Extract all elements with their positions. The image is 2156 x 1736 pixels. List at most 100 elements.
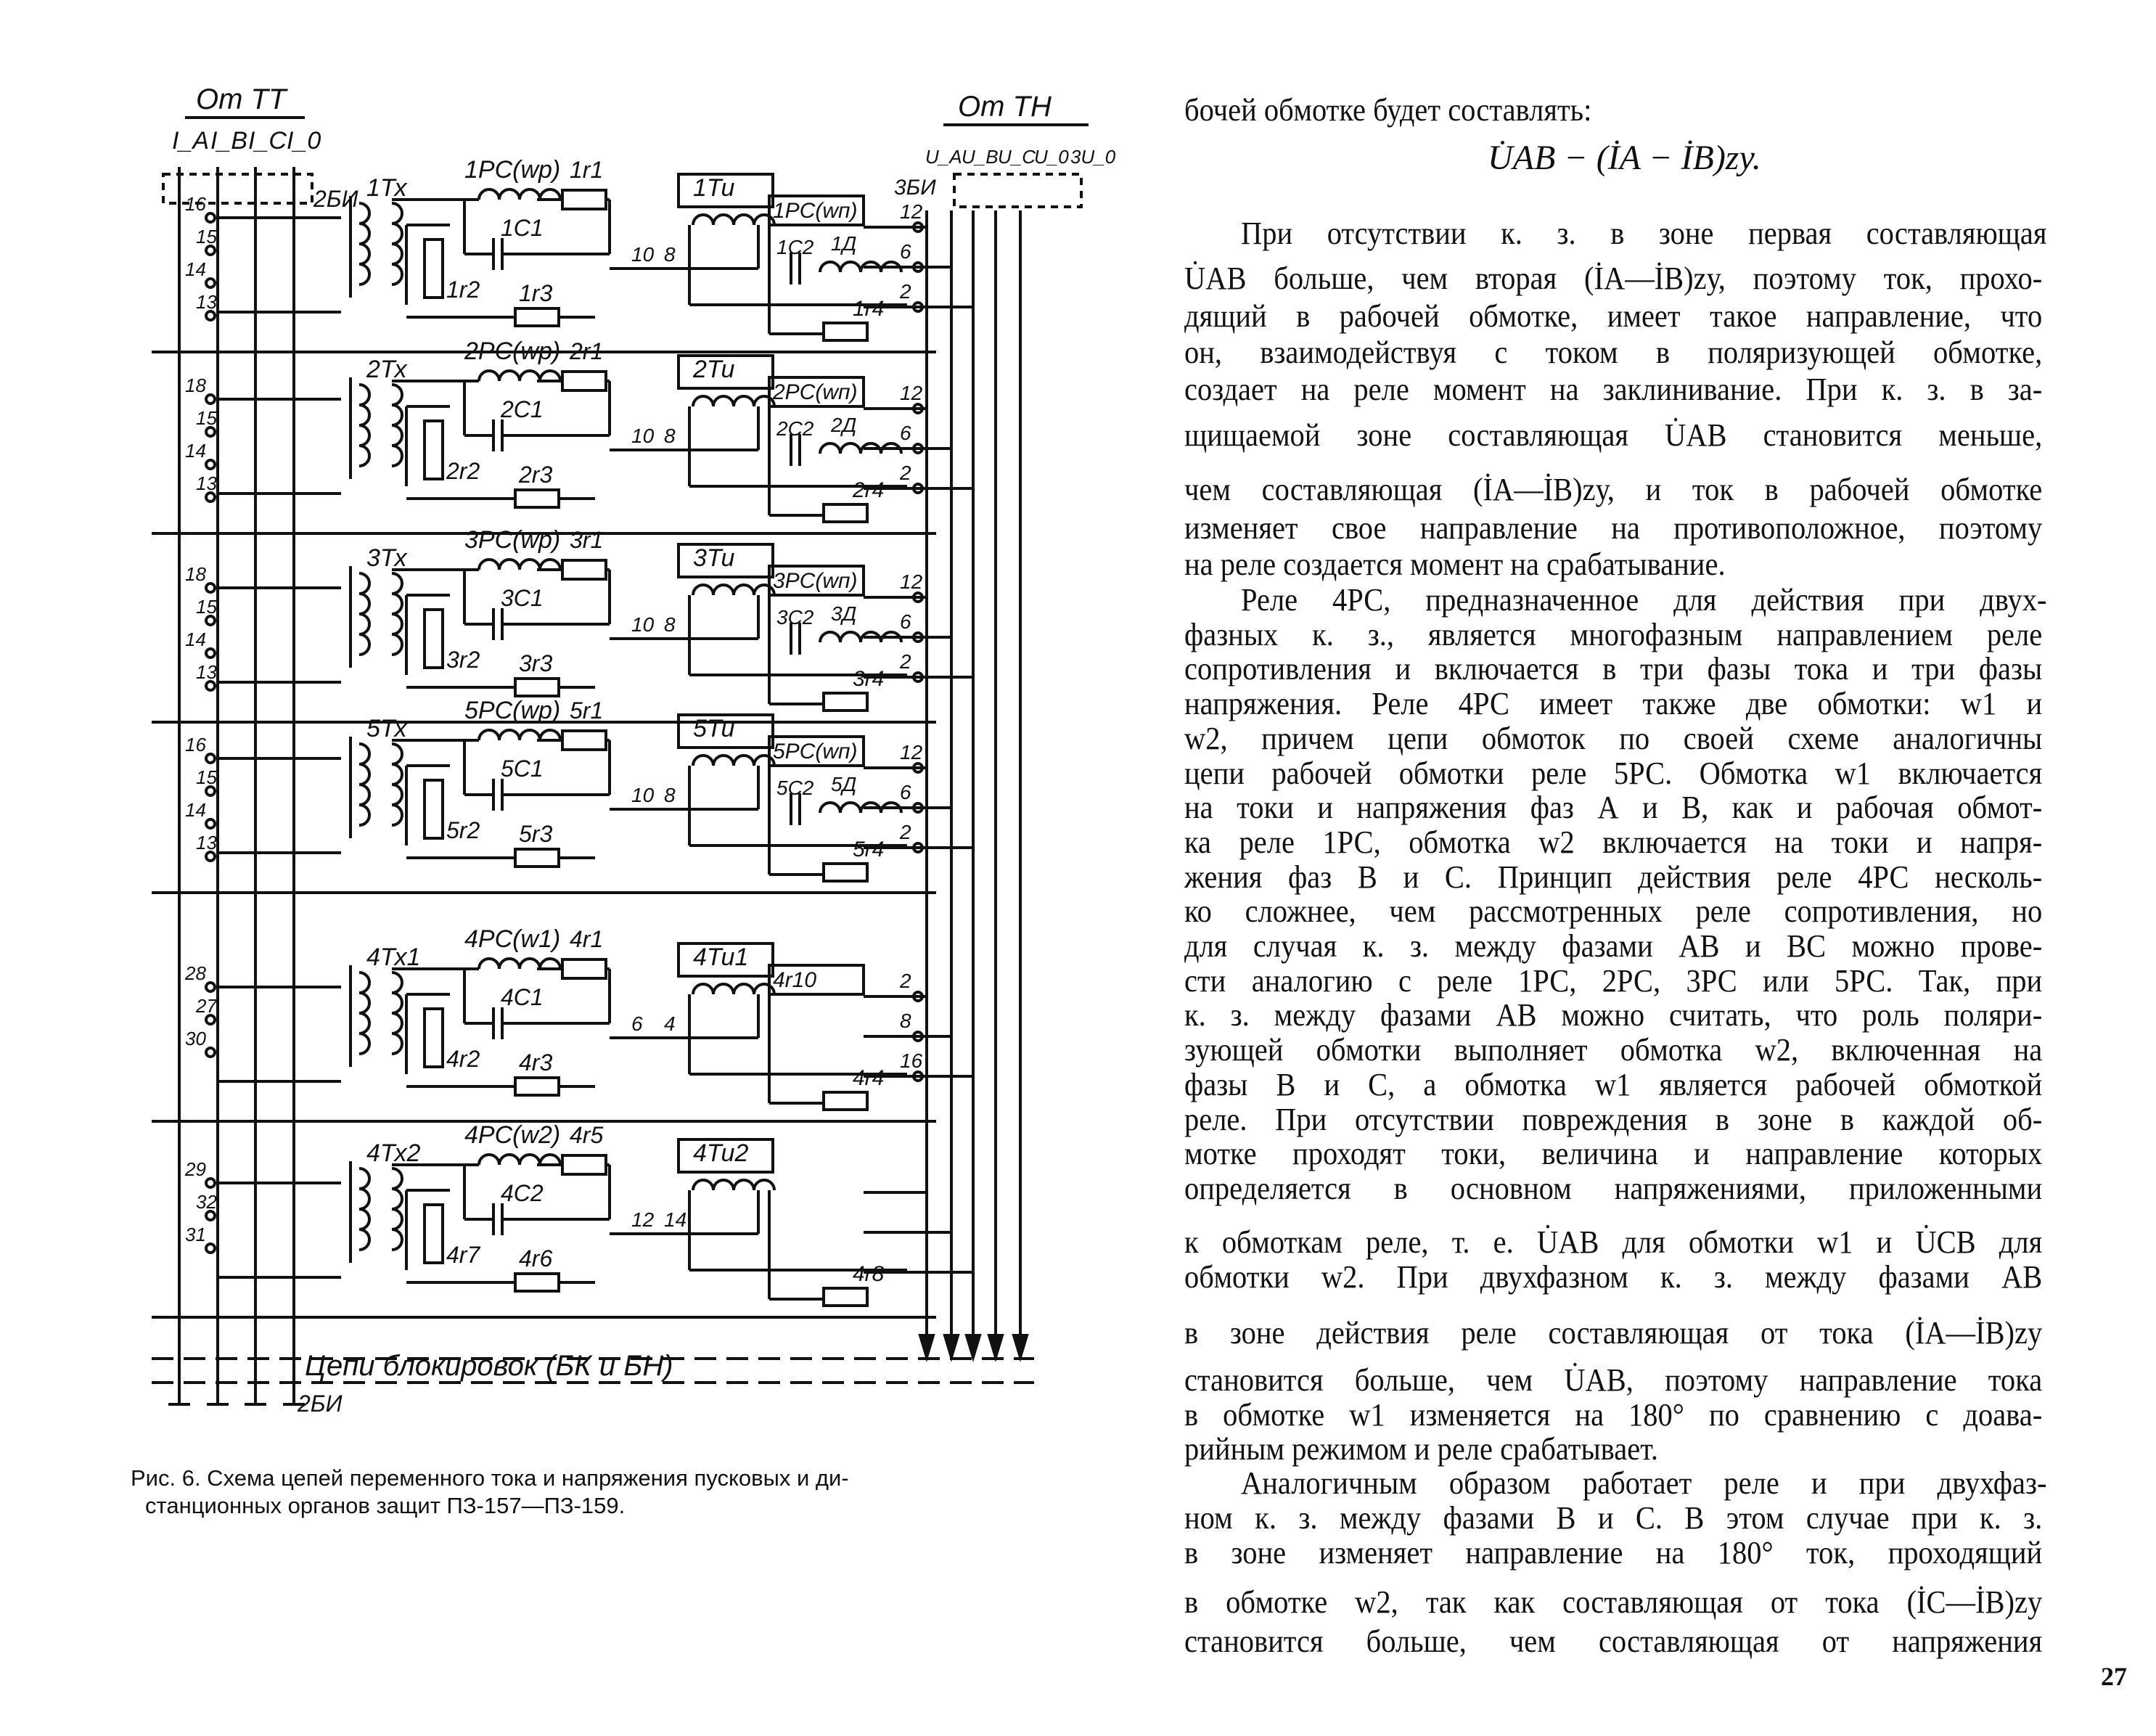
terminal <box>205 680 216 692</box>
resistor-label: 4r4 <box>853 1066 884 1090</box>
voltage-input-label: U_B <box>962 146 999 168</box>
capacitor-label: 1C1 <box>501 215 544 241</box>
terminal <box>205 426 216 438</box>
resistor <box>561 958 607 980</box>
terminal-number: 8 <box>900 1010 911 1032</box>
transformer-label: 4Тх2 <box>366 1139 421 1167</box>
text-line: зующей обмотки выполняет обмотка w2, вкл… <box>1184 1032 2043 1068</box>
terminal <box>205 753 216 764</box>
relay-box <box>768 735 865 767</box>
text-line: дящий в рабочей обмотке, имеет такое нап… <box>1184 298 2043 334</box>
text-line: бочей обмотке будет составлять: <box>1184 92 1592 128</box>
resistor-label: 4r5 <box>570 1122 603 1148</box>
resistor-label: 5r1 <box>570 697 603 724</box>
terminal-number: 13 <box>196 291 217 313</box>
resistor-label: 1r2 <box>446 277 480 303</box>
terminal-number: 16 <box>185 193 206 215</box>
diode-label: 5Д <box>831 773 856 795</box>
transformer-coil <box>391 202 403 286</box>
adjustable-resistor <box>423 419 444 480</box>
transformer-label: 4Тх1 <box>366 943 420 971</box>
terminal-number: 28 <box>184 962 206 984</box>
text-line: к обмоткам реле, т. е. U̇AB для обмотки … <box>1184 1224 2043 1260</box>
text-line: определяется в основном напряжениями, пр… <box>1184 1171 2043 1206</box>
arrow-icon <box>964 1334 982 1362</box>
text-line: к. з. между фазами АВ можно считать, что… <box>1184 997 2043 1033</box>
terminal-number: 2 <box>899 280 911 303</box>
text-line: Аналогичным образом работает реле и при … <box>1241 1465 2047 1501</box>
terminal-number: 18 <box>185 563 206 585</box>
resistor-label: 4r7 <box>446 1242 480 1268</box>
relay-coil <box>819 801 903 814</box>
relay-winding-label: 4РС(w1) <box>464 925 560 953</box>
relay-winding-label: 4РС(w2) <box>464 1121 560 1149</box>
relay-coil <box>477 369 562 382</box>
text-line: ко сложнее, чем рассмотренных реле сопро… <box>1184 893 2043 929</box>
resistor <box>822 1287 869 1307</box>
resistor-label: 4r2 <box>446 1046 480 1072</box>
text-line: щищаемой зоне составляющая U̇AB становит… <box>1184 417 2043 453</box>
transformer-label: 5Ти <box>693 715 735 742</box>
transformer-box <box>677 942 774 978</box>
relay-winding-label: 5РС(wп) <box>773 740 858 763</box>
terminal-number: 14 <box>185 258 206 280</box>
terminal-number: 15 <box>196 226 217 247</box>
text-line: ка реле 1РС, обмотка w2 включается на то… <box>1184 824 2043 860</box>
terminal <box>205 1014 216 1025</box>
terminal-number: 10 <box>631 784 655 806</box>
test-block-box <box>162 173 313 205</box>
transformer-label: 1Ти <box>693 174 735 202</box>
transformer-coil <box>358 572 371 656</box>
relay-coil <box>819 631 903 643</box>
terminal <box>205 851 216 862</box>
transformer-coil <box>391 1167 403 1251</box>
terminal-number: 12 <box>900 570 923 593</box>
terminal-number: 10 <box>631 613 655 636</box>
resistor-label: 2r2 <box>446 458 480 484</box>
resistor-label: 5r4 <box>853 838 884 861</box>
current-input-label: I_A <box>172 127 209 155</box>
text-line: Реле 4РС, предназначенное для действия п… <box>1241 582 2047 618</box>
terminal-number: 6 <box>900 240 911 263</box>
terminal-number: 14 <box>185 440 206 462</box>
adjustable-resistor <box>423 238 444 299</box>
voltage-input-label: 3U_0 <box>1070 146 1116 168</box>
terminal <box>205 212 216 224</box>
resistor <box>822 692 869 712</box>
terminal-number: 15 <box>196 766 217 788</box>
arrow-icon <box>918 1334 935 1362</box>
formula: U̇AB − (İA − İB)zу. <box>1488 139 1761 177</box>
arrow-icon <box>943 1334 960 1362</box>
voltage-input-label: U_A <box>925 146 962 168</box>
transformer-label: 1Тх <box>366 174 408 202</box>
transformer-label: 2Тх <box>366 356 408 383</box>
capacitor-label: 5C2 <box>776 777 814 799</box>
text-line: фазных к. з., является многофазным напра… <box>1184 617 2043 652</box>
terminal <box>205 647 216 659</box>
resistor <box>514 488 560 509</box>
relay-coil <box>477 1153 562 1166</box>
relay-box <box>768 565 865 597</box>
diode-label: 3Д <box>831 602 856 625</box>
terminal-number: 13 <box>196 661 217 683</box>
transformer-coil <box>358 742 371 827</box>
text-line: При отсутствии к. з. в зоне первая соста… <box>1241 216 2047 251</box>
terminal <box>205 582 216 594</box>
diode-label: 1Д <box>831 232 856 255</box>
from-vt-label: От ТН <box>958 91 1052 123</box>
resistor-label: 2r4 <box>852 478 884 502</box>
terminal-number: 2 <box>899 650 911 673</box>
terminal-number: 8 <box>664 613 676 636</box>
terminal-number: 13 <box>196 832 217 853</box>
text-line: фазы В и С, а обмотка w1 является рабоче… <box>1184 1067 2043 1102</box>
transformer-coil <box>692 213 776 226</box>
text-line: сопротивления и включается в три фазы то… <box>1184 651 2043 687</box>
terminal <box>205 981 216 993</box>
resistor-label: 2r3 <box>518 462 552 488</box>
blocking-circuits-label: Цепи блокировок (БК и БН) <box>305 1350 673 1382</box>
terminal-number: 15 <box>196 596 217 618</box>
diode-label: 2Д <box>830 414 856 436</box>
terminal-number: 12 <box>900 382 923 404</box>
text-line: в обмотке w1 изменяется на 180° по сравн… <box>1184 1397 2043 1433</box>
text-line: изменяет свое направление на противополо… <box>1184 510 2043 546</box>
